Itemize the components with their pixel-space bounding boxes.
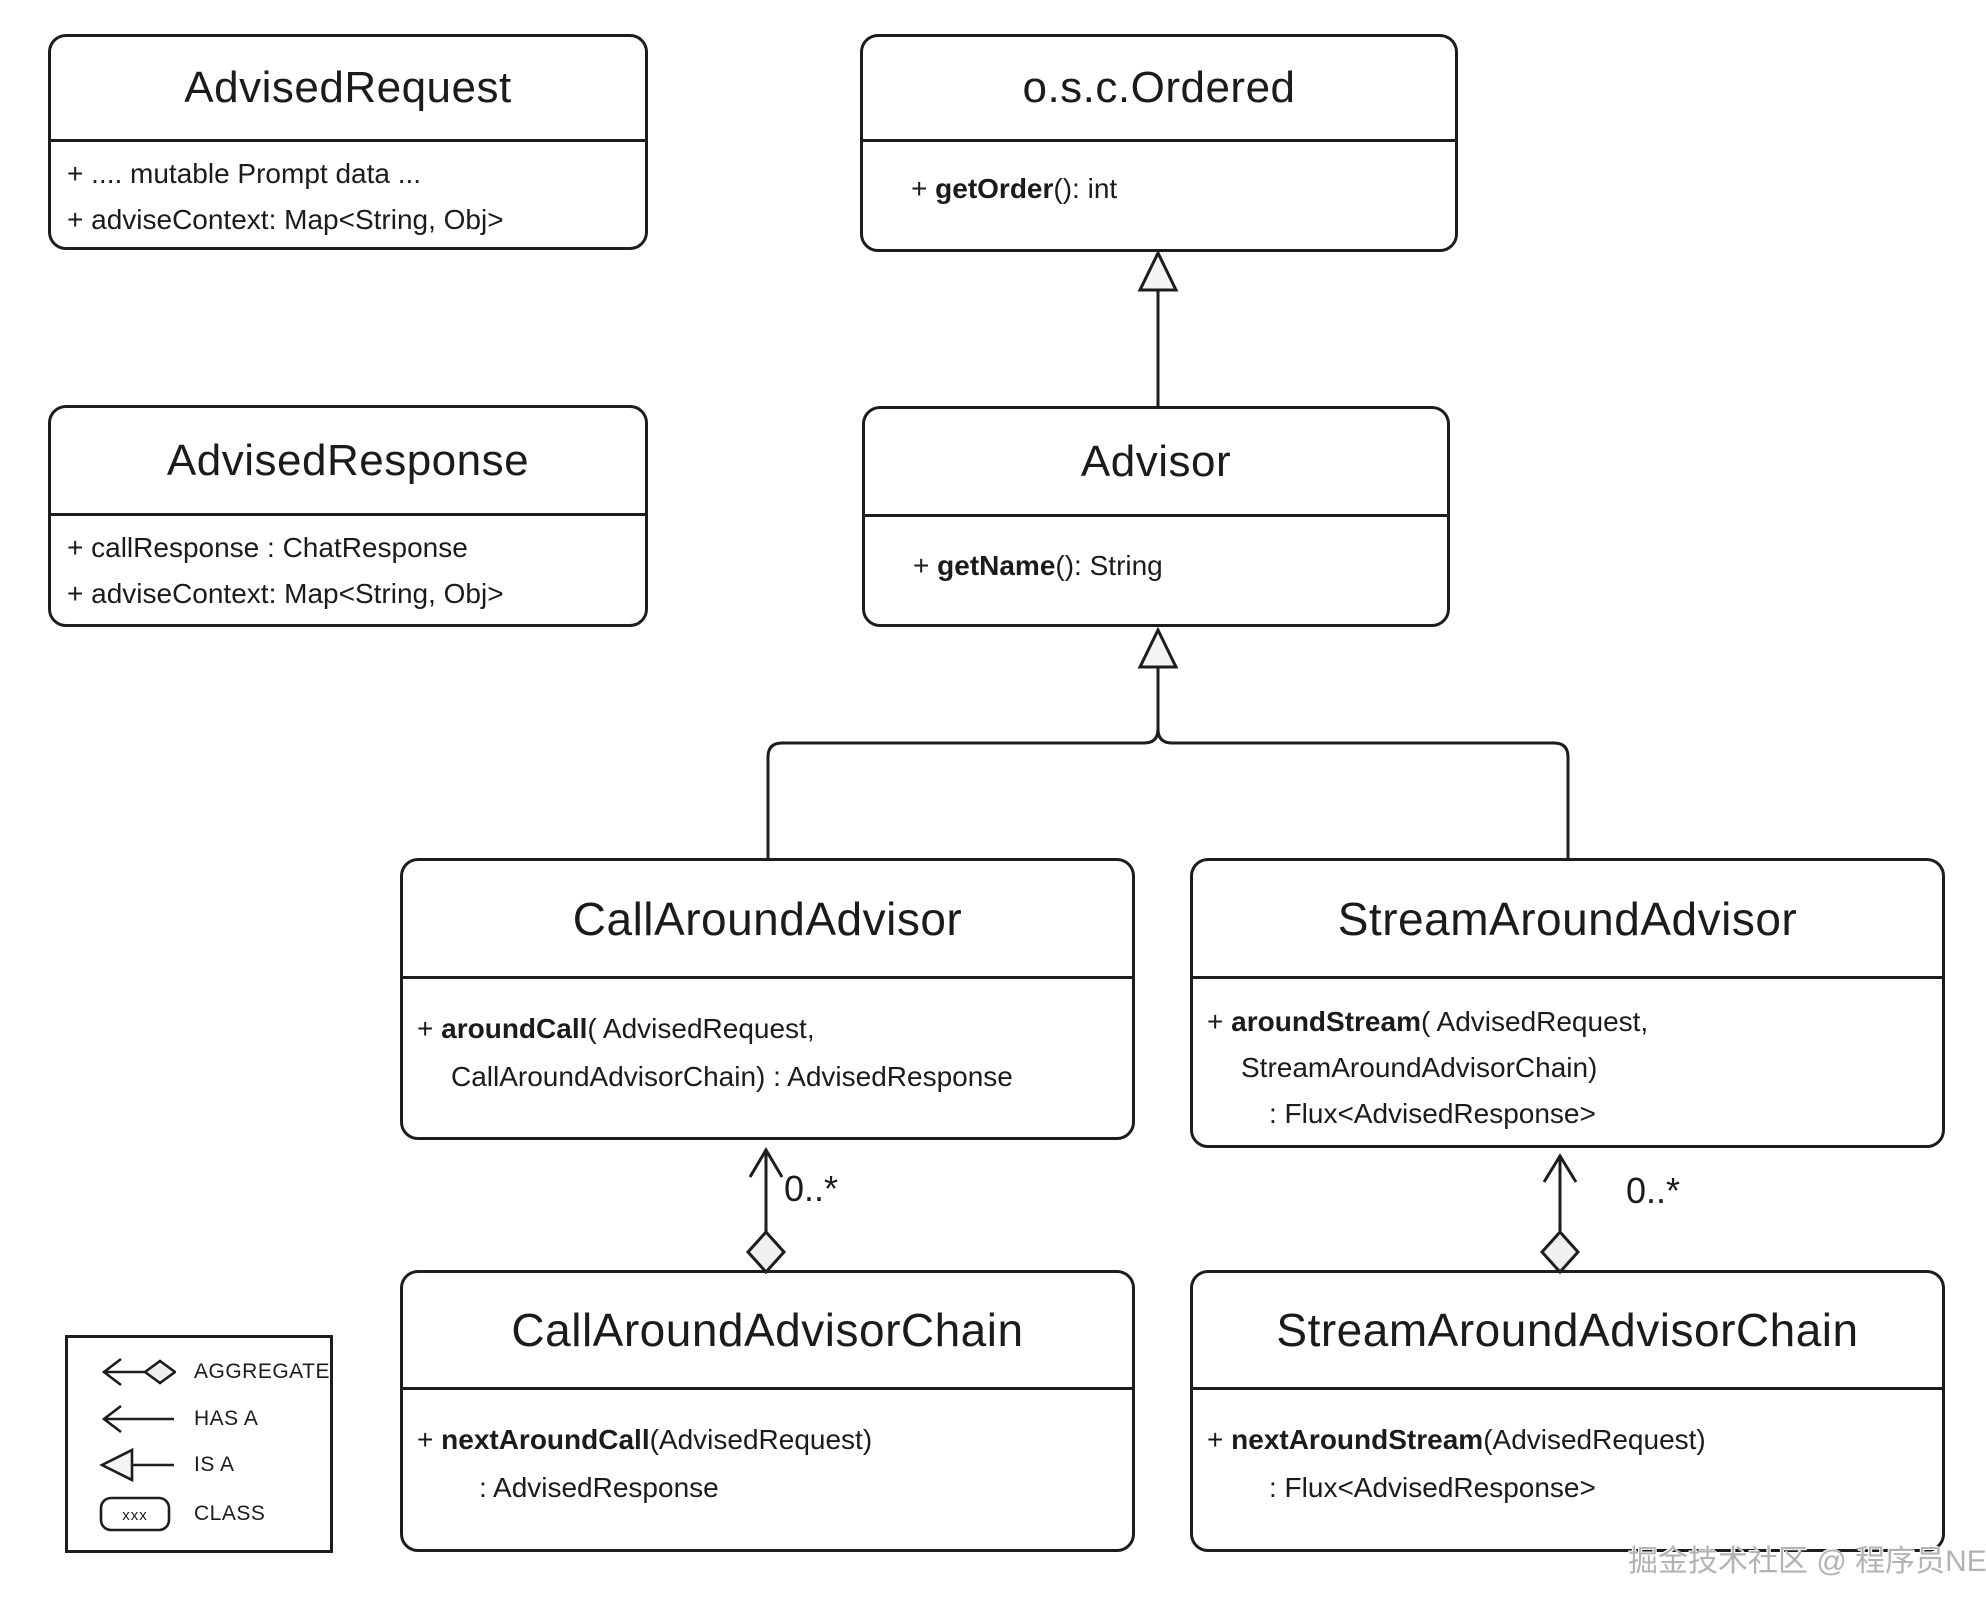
class-stream-around-advisor-chain: StreamAroundAdvisorChain + nextAroundStr… <box>1190 1270 1945 1552</box>
legend-row-is-a: IS A <box>96 1447 324 1483</box>
class-title: AdvisedRequest <box>51 37 645 142</box>
class-box-icon-sample-text: xxx <box>122 1507 148 1524</box>
aggregate-icon <box>101 1358 176 1387</box>
member-line: + adviseContext: Map<String, Obj> <box>67 578 504 609</box>
member-line: : Flux<AdvisedResponse> <box>1269 1098 1596 1129</box>
legend-row-has-a: HAS A <box>96 1401 324 1437</box>
member-line: StreamAroundAdvisorChain) <box>1241 1052 1598 1083</box>
member-line: + nextAroundCall(AdvisedRequest) <box>417 1424 873 1455</box>
class-members: + getOrder(): int <box>863 142 1455 209</box>
member-line: + nextAroundStream(AdvisedRequest) <box>1207 1424 1706 1455</box>
legend-label-aggregate: AGGREGATE <box>194 1360 330 1384</box>
class-members: + aroundStream( AdvisedRequest, StreamAro… <box>1193 979 1942 1137</box>
legend-row-class: xxx CLASS <box>96 1494 324 1534</box>
class-stream-around-advisor: StreamAroundAdvisor + aroundStream( Advi… <box>1190 858 1945 1148</box>
member-line: + .... mutable Prompt data ... <box>67 158 422 189</box>
class-title: Advisor <box>865 409 1447 517</box>
class-title: StreamAroundAdvisorChain <box>1193 1273 1942 1390</box>
class-advised-request: AdvisedRequest + .... mutable Prompt dat… <box>48 34 648 250</box>
class-title: StreamAroundAdvisor <box>1193 861 1942 979</box>
is-a-connector-advisor-to-ordered <box>1137 249 1179 406</box>
member-line: CallAroundAdvisorChain) : AdvisedRespons… <box>451 1061 1013 1092</box>
member-line: + aroundStream( AdvisedRequest, <box>1207 1006 1649 1037</box>
class-members: + callResponse : ChatResponse + adviseCon… <box>51 516 645 617</box>
class-title: CallAroundAdvisorChain <box>403 1273 1132 1390</box>
is-a-arrow-icon <box>99 1448 174 1483</box>
class-box-icon: xxx <box>99 1496 171 1531</box>
class-osc-ordered: o.s.c.Ordered + getOrder(): int <box>860 34 1458 252</box>
legend-label-has-a: HAS A <box>194 1406 259 1430</box>
member-line: + getOrder(): int <box>911 173 1118 204</box>
member-line: + callResponse : ChatResponse <box>67 532 468 563</box>
class-members: + getName(): String <box>865 517 1447 586</box>
aggregate-connector-call <box>745 1147 787 1275</box>
class-members: + nextAroundStream(AdvisedRequest) : Flux… <box>1193 1390 1942 1512</box>
member-line: + getName(): String <box>913 550 1163 581</box>
member-line: : Flux<AdvisedResponse> <box>1269 1472 1596 1503</box>
legend-row-aggregate: AGGREGATE <box>96 1354 329 1390</box>
is-a-branch-connector <box>766 626 1570 858</box>
aggregate-connector-stream <box>1539 1153 1581 1275</box>
legend-label-is-a: IS A <box>194 1453 235 1477</box>
class-call-around-advisor: CallAroundAdvisor + aroundCall( AdvisedR… <box>400 858 1135 1140</box>
class-advisor: Advisor + getName(): String <box>862 406 1450 627</box>
class-title: o.s.c.Ordered <box>863 37 1455 142</box>
member-line: + adviseContext: Map<String, Obj> <box>67 204 504 235</box>
class-members: + .... mutable Prompt data ... + adviseCo… <box>51 142 645 243</box>
watermark: 掘金技术社区 @ 程序员NEO <box>1628 1545 1986 1578</box>
member-line: + aroundCall( AdvisedRequest, <box>417 1013 815 1044</box>
class-members: + aroundCall( AdvisedRequest, CallAroundA… <box>403 979 1132 1101</box>
class-title: AdvisedResponse <box>51 408 645 516</box>
legend: AGGREGATE HAS A IS A xxx CLASS <box>65 1335 333 1553</box>
legend-label-class: CLASS <box>194 1501 266 1525</box>
multiplicity-label-call: 0..* <box>784 1168 839 1209</box>
member-line: : AdvisedResponse <box>479 1472 719 1503</box>
class-members: + nextAroundCall(AdvisedRequest) : Advise… <box>403 1390 1132 1512</box>
class-title: CallAroundAdvisor <box>403 861 1132 979</box>
class-call-around-advisor-chain: CallAroundAdvisorChain + nextAroundCall(… <box>400 1270 1135 1552</box>
has-a-arrow-icon <box>101 1404 174 1433</box>
class-advised-response: AdvisedResponse + callResponse : ChatRes… <box>48 405 648 627</box>
multiplicity-label-stream: 0..* <box>1626 1170 1681 1211</box>
